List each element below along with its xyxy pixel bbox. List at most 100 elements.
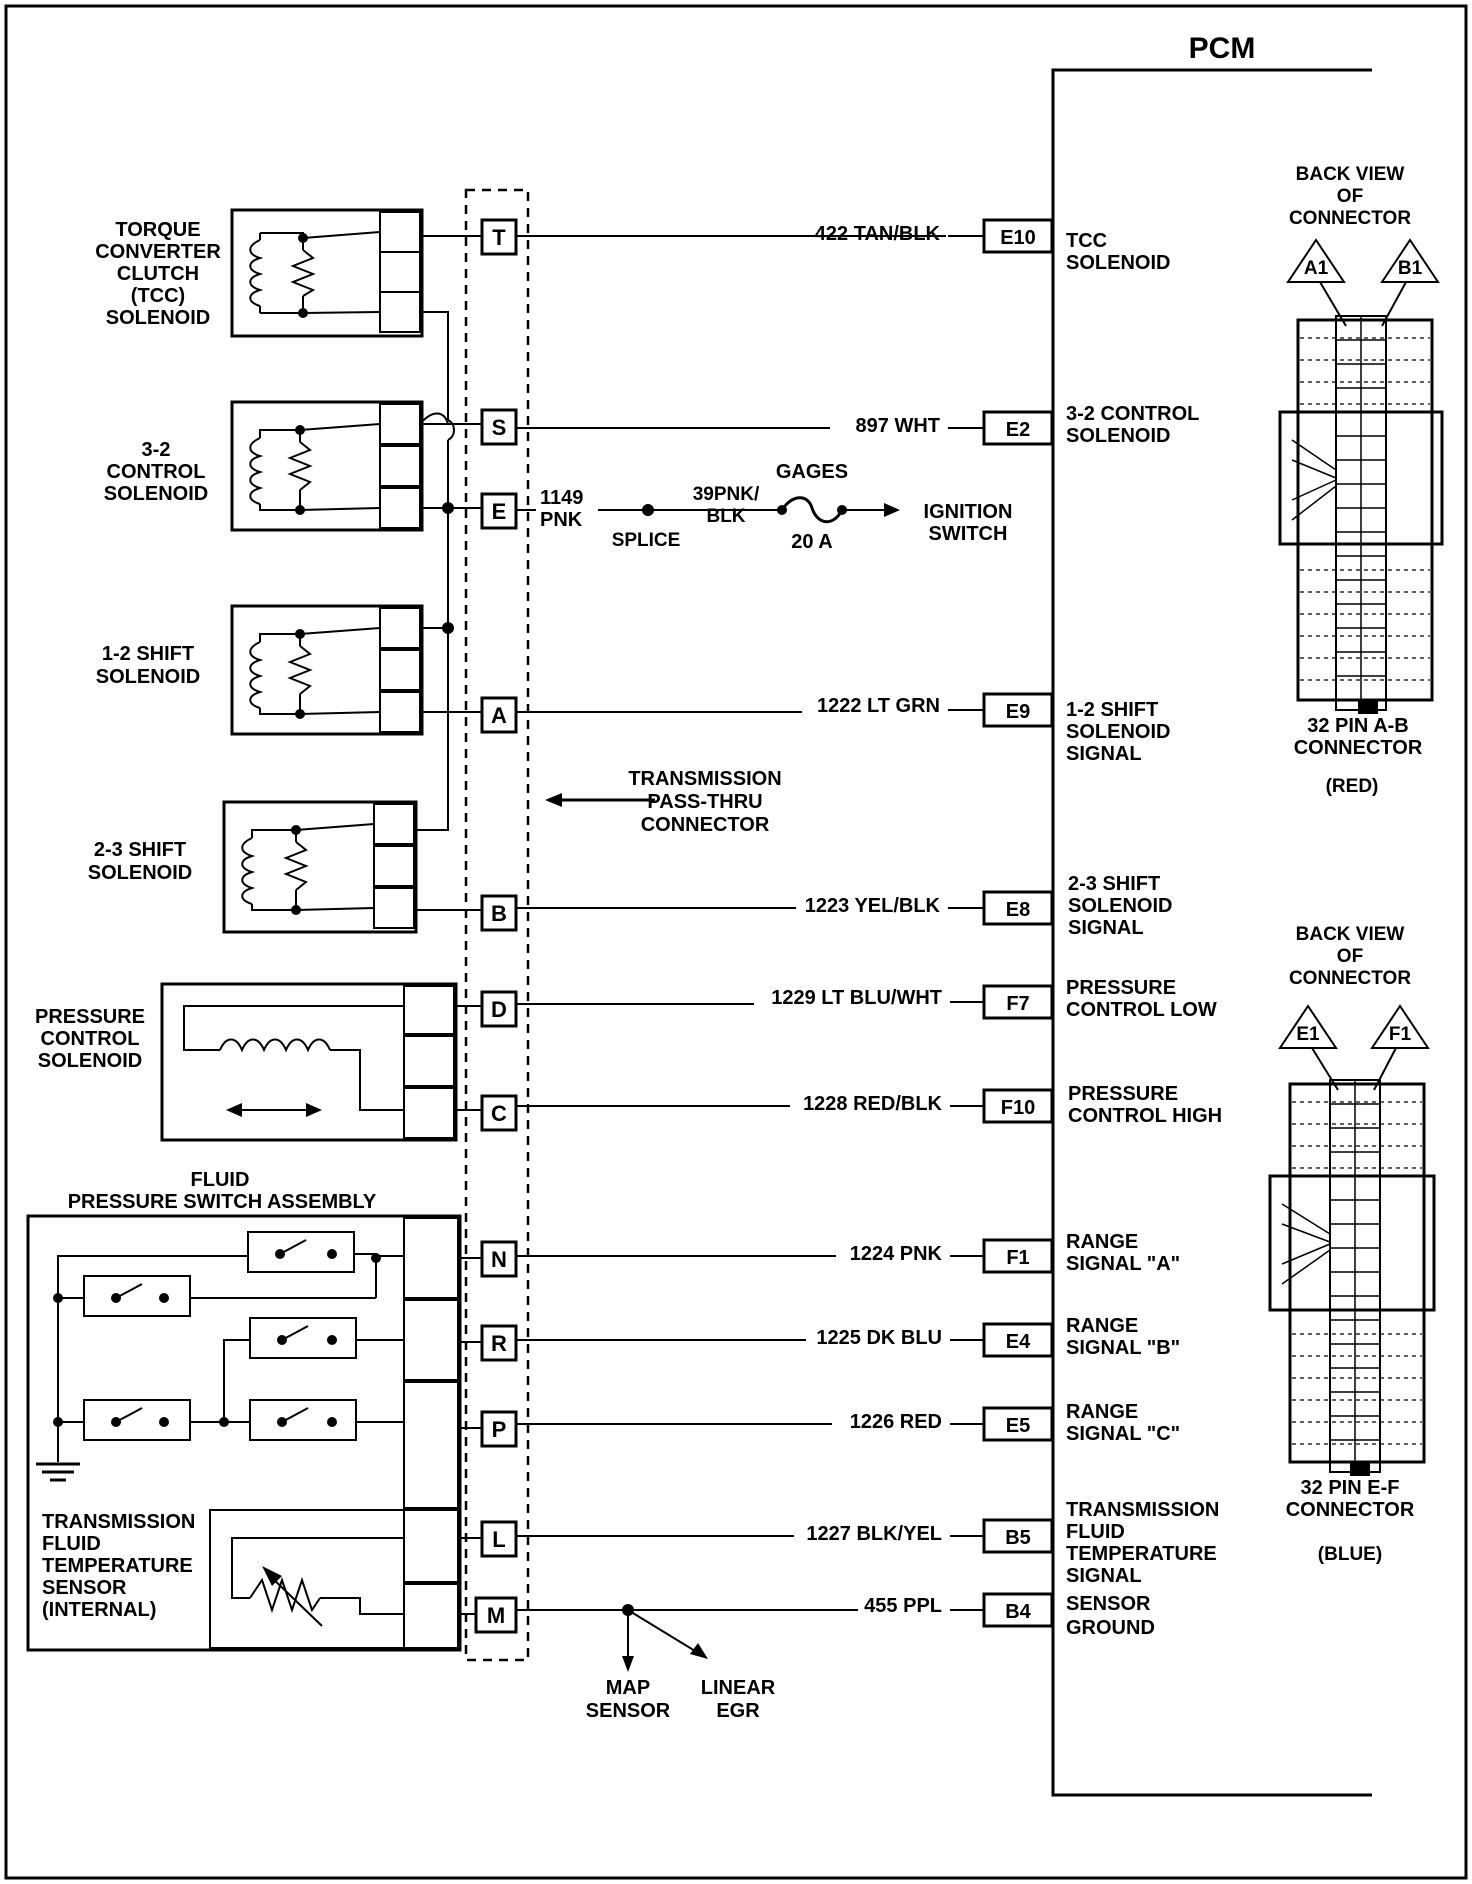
svg-text:3-2 CONTROL: 3-2 CONTROL: [1066, 403, 1199, 425]
pin-t: T: [492, 225, 506, 250]
pin-m: M: [487, 1603, 505, 1628]
shift-solenoid-23: [222, 800, 418, 934]
svg-text:CONTROL HIGH: CONTROL HIGH: [1068, 1105, 1222, 1127]
svg-text:RANGE: RANGE: [1066, 1231, 1138, 1253]
svg-text:TEMPERATURE: TEMPERATURE: [1066, 1543, 1217, 1565]
circuit-l: L 1227 BLK/YEL B5 TRANSMISSION FLUID TEM…: [458, 1499, 1219, 1587]
pcm-title: PCM: [1189, 32, 1256, 65]
svg-text:GROUND: GROUND: [1066, 1617, 1155, 1639]
circuit-n: N 1224 PNK F1 RANGE SIGNAL "A": [458, 1231, 1180, 1278]
svg-text:PRESSURE: PRESSURE: [1066, 977, 1176, 999]
svg-text:RANGE: RANGE: [1066, 1315, 1138, 1337]
tcc-solenoid: [230, 208, 424, 338]
fuse-rating: 20 A: [791, 531, 833, 553]
svg-text:SOLENOID: SOLENOID: [1068, 895, 1172, 917]
svg-text:MAP: MAP: [606, 1677, 650, 1699]
svg-text:CLUTCH: CLUTCH: [117, 263, 199, 285]
svg-text:PASS-THRU: PASS-THRU: [647, 791, 762, 813]
svg-text:(INTERNAL): (INTERNAL): [42, 1599, 156, 1621]
pin-d: D: [491, 997, 507, 1022]
circuit-p: P 1226 RED E5 RANGE SIGNAL "C": [458, 1401, 1180, 1448]
circuit-e: E: [420, 492, 518, 530]
circuit-t: T 422 TAN/BLK E10 TCC SOLENOID: [420, 218, 1170, 274]
svg-text:IGNITION: IGNITION: [924, 501, 1013, 523]
svg-text:SWITCH: SWITCH: [929, 523, 1008, 545]
svg-text:CONNECTOR: CONNECTOR: [1289, 968, 1411, 989]
circuit-b: B 1223 YEL/BLK E8 2-3 SHIFT SOLENOID SIG…: [414, 873, 1172, 939]
splice-label: SPLICE: [612, 530, 681, 551]
svg-text:(BLUE): (BLUE): [1318, 1544, 1382, 1565]
svg-text:SOLENOID: SOLENOID: [106, 307, 210, 329]
pcm-pin-e9: E9: [1006, 701, 1030, 723]
tcc-solenoid-label: TORQUE CONVERTER CLUTCH (TCC) SOLENOID: [95, 219, 221, 329]
connector-ef-view: BACK VIEW OF CONNECTOR E1 F1: [1268, 924, 1436, 1565]
svg-text:TRANSMISSION: TRANSMISSION: [42, 1511, 195, 1533]
svg-text:FLUID: FLUID: [1066, 1521, 1125, 1543]
fuse-name: GAGES: [776, 461, 848, 483]
fluid-temperature-sensor-label: TRANSMISSION FLUID TEMPERATURE SENSOR (I…: [42, 1511, 195, 1621]
svg-text:(RED): (RED): [1326, 776, 1379, 797]
svg-text:BACK VIEW: BACK VIEW: [1296, 164, 1405, 185]
svg-text:SOLENOID: SOLENOID: [1066, 252, 1170, 274]
svg-text:32 PIN E-F: 32 PIN E-F: [1301, 1477, 1400, 1499]
wire-label-p: 1226 RED: [850, 1411, 942, 1433]
svg-text:SOLENOID: SOLENOID: [104, 483, 208, 505]
pcm-pin-f1: F1: [1006, 1247, 1029, 1269]
svg-text:SENSOR: SENSOR: [42, 1577, 127, 1599]
svg-text:(TCC): (TCC): [131, 285, 185, 307]
svg-text:CONNECTOR: CONNECTOR: [1289, 208, 1411, 229]
pressure-control-solenoid-label: PRESSURE CONTROL SOLENOID: [35, 1006, 145, 1072]
svg-text:SOLENOID: SOLENOID: [38, 1050, 142, 1072]
svg-text:PRESSURE: PRESSURE: [1068, 1083, 1178, 1105]
svg-text:SIGNAL "B": SIGNAL "B": [1066, 1337, 1180, 1359]
svg-text:CONTROL: CONTROL: [41, 1028, 140, 1050]
svg-text:TRANSMISSION: TRANSMISSION: [628, 768, 781, 790]
circuit-s: S 897 WHT E2 3-2 CONTROL SOLENOID: [420, 403, 1199, 447]
pressure-control-solenoid: [160, 982, 458, 1142]
svg-text:CONNECTOR: CONNECTOR: [1294, 737, 1423, 759]
svg-text:SIGNAL: SIGNAL: [1066, 1565, 1142, 1587]
svg-text:BLK: BLK: [706, 506, 745, 527]
pcm-pin-b4: B4: [1005, 1601, 1031, 1623]
svg-text:1-2 SHIFT: 1-2 SHIFT: [1066, 699, 1158, 721]
pcm-pin-b5: B5: [1005, 1527, 1031, 1549]
svg-text:EGR: EGR: [716, 1700, 760, 1722]
svg-text:B1: B1: [1398, 258, 1423, 279]
wire-label-n: 1224 PNK: [850, 1243, 943, 1265]
wire-label-d: 1229 LT BLU/WHT: [771, 987, 942, 1009]
svg-text:SOLENOID: SOLENOID: [1066, 425, 1170, 447]
svg-text:PRESSURE SWITCH ASSEMBLY: PRESSURE SWITCH ASSEMBLY: [68, 1191, 377, 1213]
pin-a: A: [491, 703, 507, 728]
pcm-pin-e2: E2: [1006, 419, 1030, 441]
shift-solenoid-12-label: 1-2 SHIFT SOLENOID: [96, 643, 200, 688]
wire-label-s: 897 WHT: [856, 415, 940, 437]
svg-text:PNK: PNK: [540, 509, 583, 531]
page-border: [4, 4, 1468, 1880]
control-solenoid-32-label: 3-2 CONTROL SOLENOID: [104, 439, 208, 505]
wire-label-a: 1222 LT GRN: [817, 695, 940, 717]
svg-text:3-2: 3-2: [142, 439, 171, 461]
svg-text:CONVERTER: CONVERTER: [95, 241, 221, 263]
svg-text:CONTROL LOW: CONTROL LOW: [1066, 999, 1217, 1021]
svg-text:OF: OF: [1337, 186, 1363, 207]
circuit-a: A 1222 LT GRN E9 1-2 SHIFT SOLENOID SIGN…: [420, 692, 1170, 765]
circuit-m: M 455 PPL B4 SENSOR GROUND: [458, 1592, 1155, 1672]
svg-text:A1: A1: [1304, 258, 1329, 279]
svg-text:TEMPERATURE: TEMPERATURE: [42, 1555, 193, 1577]
fluid-pressure-switch-assembly-label: FLUID PRESSURE SWITCH ASSEMBLY: [68, 1169, 377, 1213]
splice-point: [642, 504, 654, 516]
wire-label-t: 422 TAN/BLK: [815, 223, 941, 245]
fluid-temperature-sensor: [209, 1509, 405, 1649]
pass-thru-connector: TRANSMISSION PASS-THRU CONNECTOR: [464, 188, 782, 1662]
pin-c: C: [491, 1101, 507, 1126]
circuit-d: D 1229 LT BLU/WHT PRESSURE F7 CONTROL LO…: [454, 977, 1217, 1028]
pcm-pin-f10: F10: [1001, 1097, 1035, 1119]
svg-text:FLUID: FLUID: [42, 1533, 101, 1555]
pcm-pin-e10: E10: [1000, 227, 1036, 249]
map-sensor-label: MAP SENSOR: [586, 1677, 671, 1722]
svg-text:FLUID: FLUID: [191, 1169, 250, 1191]
svg-text:SENSOR: SENSOR: [586, 1700, 671, 1722]
wire-label-b: 1223 YEL/BLK: [805, 895, 941, 917]
svg-text:PRESSURE: PRESSURE: [35, 1006, 145, 1028]
connector-ab-view: BACK VIEW OF CONNECTOR A1 B1: [1278, 164, 1444, 797]
